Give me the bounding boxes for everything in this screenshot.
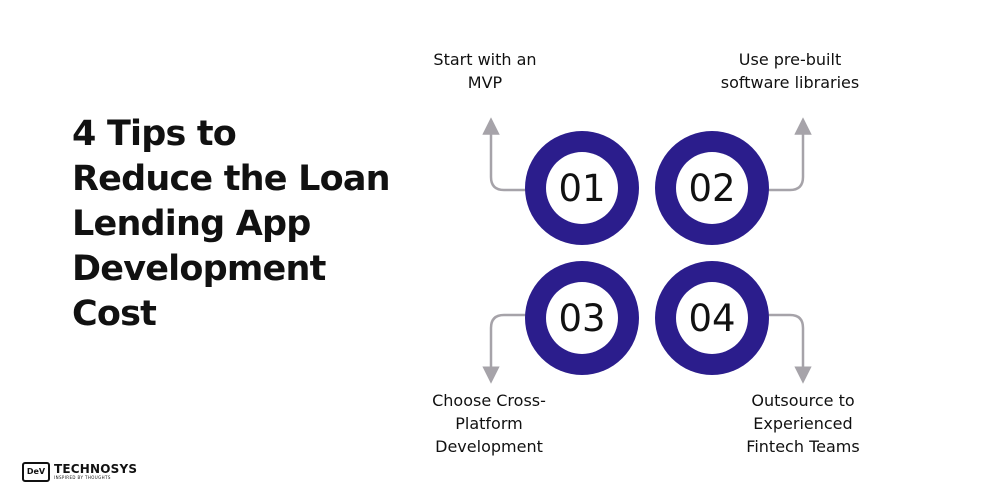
tip-line: Fintech Teams — [746, 437, 860, 456]
tip-line: Start with an — [433, 50, 537, 69]
title-line: Reduce the Loan — [72, 159, 391, 199]
brand-logo: DeV TECHNOSYS INSPIRED BY THOUGHTS — [22, 461, 137, 483]
tip-label-02: Use pre-built software libraries — [685, 48, 895, 94]
tip-circle-03: 03 — [525, 261, 639, 375]
connector-arrow-04 — [767, 313, 812, 384]
tip-number: 04 — [688, 297, 735, 340]
title-line: Cost — [72, 294, 157, 334]
connector-arrow-01 — [482, 117, 527, 192]
tip-circle-02: 02 — [655, 131, 769, 245]
page-title: 4 Tips to Reduce the Loan Lending App De… — [72, 112, 392, 337]
tip-label-04: Outsource to Experienced Fintech Teams — [713, 389, 893, 458]
logo-wordmark: TECHNOSYS INSPIRED BY THOUGHTS — [54, 463, 137, 481]
title-line: Lending App — [72, 204, 311, 244]
tip-number: 01 — [558, 167, 605, 210]
tip-line: software libraries — [720, 73, 860, 92]
tip-line: Experienced — [753, 414, 853, 433]
tip-label-03: Choose Cross- Platform Development — [404, 389, 574, 458]
logo-name: TECHNOSYS — [54, 462, 138, 476]
logo-mark-icon: DeV — [22, 462, 50, 482]
title-line: 4 Tips to — [72, 114, 237, 154]
tip-circle-04: 04 — [655, 261, 769, 375]
tip-line: Development — [435, 437, 543, 456]
tip-line: Choose Cross- — [432, 391, 546, 410]
tip-line: Use pre-built — [738, 50, 842, 69]
tip-number: 03 — [558, 297, 605, 340]
tip-line: Outsource to — [751, 391, 855, 410]
connector-arrow-02 — [767, 117, 812, 192]
tip-circle-01: 01 — [525, 131, 639, 245]
logo-tagline: INSPIRED BY THOUGHTS — [54, 475, 111, 480]
tip-number: 02 — [688, 167, 735, 210]
tip-label-01: Start with an MVP — [400, 48, 570, 94]
title-line: Development — [72, 249, 326, 289]
tip-line: Platform — [455, 414, 523, 433]
connector-arrow-03 — [482, 313, 527, 384]
tip-line: MVP — [467, 73, 503, 92]
